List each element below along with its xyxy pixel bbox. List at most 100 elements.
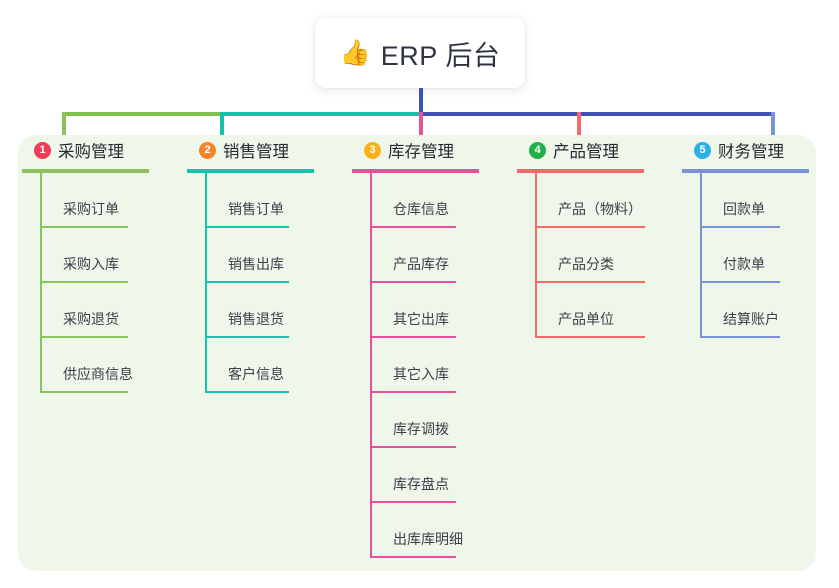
leaf-underline [370,336,456,338]
branch-title: 产品管理 [553,143,619,161]
leaf-underline [40,336,128,338]
leaf-underline [535,336,645,338]
bus-segment-1 [62,112,220,116]
leaf-item[interactable]: 销售出库 [205,228,314,283]
leaf-label: 出库库明细 [393,531,463,547]
branch-header-4[interactable]: 4 产品管理 [513,135,644,165]
leaf-underline [370,391,456,393]
leaf-underline [205,281,289,283]
leaf-label: 销售订单 [228,201,284,217]
leaf-label: 其它出库 [393,311,449,327]
branches-panel [18,135,816,571]
leaf-item[interactable]: 客户信息 [205,338,314,393]
leaf-underline [40,391,128,393]
branch-column-5: 5 财务管理回款单付款单结算账户 [678,135,809,338]
leaf-underline [40,281,128,283]
leaf-item[interactable]: 回款单 [700,173,809,228]
leaf-item[interactable]: 仓库信息 [370,173,479,228]
leaf-label: 销售退货 [228,311,284,327]
leaf-item[interactable]: 供应商信息 [40,338,149,393]
leaf-label: 库存调拨 [393,421,449,437]
branch-header-3[interactable]: 3 库存管理 [348,135,479,165]
leaf-underline [40,226,128,228]
leaf-underline [535,226,645,228]
leaf-item[interactable]: 库存盘点 [370,448,479,503]
leaf-label: 客户信息 [228,366,284,382]
branch-number-badge: 5 [694,141,711,159]
branch-underline [187,169,314,173]
leaf-label: 付款单 [723,256,765,272]
branch-column-4: 4 产品管理产品（物料） 产品分类产品单位 [513,135,645,338]
leaf-label: 供应商信息 [63,366,133,382]
branch-underline [22,169,149,173]
leaf-underline [370,556,456,558]
branch-spine [205,173,207,393]
leaf-item[interactable]: 产品单位 [535,283,645,338]
leaf-underline [205,391,289,393]
root-stem-connector [419,88,423,114]
leaf-item[interactable]: 产品库存 [370,228,479,283]
branch-title: 库存管理 [388,143,454,161]
branch-number-badge: 1 [34,141,51,159]
branch-spine [370,173,372,558]
branch-number-badge: 3 [364,141,381,159]
leaf-label: 产品（物料） [558,201,642,217]
leaf-label: 销售出库 [228,256,284,272]
branch-column-1: 1 采购管理采购订单采购入库采购退货供应商信息 [18,135,149,393]
branch-header-1[interactable]: 1 采购管理 [18,135,149,165]
leaf-underline [370,281,456,283]
leaf-underline [700,281,780,283]
leaf-item[interactable]: 出库库明细 [370,503,479,558]
root-title: ERP 后台 [380,40,501,71]
leaf-item[interactable]: 其它出库 [370,283,479,338]
leaf-label: 库存盘点 [393,476,449,492]
branch-title: 采购管理 [58,143,124,161]
leaf-label: 产品单位 [558,311,614,327]
leaf-label: 回款单 [723,201,765,217]
thumbs-up-icon: 👍 [339,38,371,67]
leaf-underline [370,501,456,503]
branch-underline [682,169,809,173]
leaf-underline [205,226,289,228]
branch-title: 销售管理 [223,143,289,161]
bus-segment-2 [220,112,419,116]
branch-column-3: 3 库存管理仓库信息产品库存其它出库其它入库库存调拨库存盘点出库库明细 [348,135,479,558]
branch-underline [352,169,479,173]
leaf-label: 仓库信息 [393,201,449,217]
branch-spine [40,173,42,393]
leaf-item[interactable]: 销售退货 [205,283,314,338]
leaf-item[interactable]: 采购订单 [40,173,149,228]
leaf-underline [370,446,456,448]
leaf-item[interactable]: 销售订单 [205,173,314,228]
leaf-underline [535,281,645,283]
leaf-underline [700,336,780,338]
leaf-underline [205,336,289,338]
leaf-item[interactable]: 付款单 [700,228,809,283]
branch-column-2: 2 销售管理销售订单销售出库销售退货客户信息 [183,135,314,393]
leaf-label: 结算账户 [723,311,779,327]
leaf-underline [370,226,456,228]
branch-spine [535,173,537,338]
branch-number-badge: 2 [199,141,216,159]
leaf-label: 产品库存 [393,256,449,272]
branch-header-5[interactable]: 5 财务管理 [678,135,809,165]
leaf-label: 采购入库 [63,256,119,272]
leaf-label: 采购退货 [63,311,119,327]
bus-segment-3 [419,112,773,116]
branch-title: 财务管理 [718,143,784,161]
leaf-item[interactable]: 产品（物料） [535,173,645,228]
leaf-item[interactable]: 库存调拨 [370,393,479,448]
branch-number-badge: 4 [529,141,546,159]
branch-underline [517,169,644,173]
leaf-item[interactable]: 采购退货 [40,283,149,338]
root-node[interactable]: 👍 ERP 后台 [315,18,525,88]
leaf-label: 产品分类 [558,256,614,272]
leaf-underline [700,226,780,228]
leaf-item[interactable]: 结算账户 [700,283,809,338]
branch-spine [700,173,702,338]
leaf-item[interactable]: 其它入库 [370,338,479,393]
leaf-item[interactable]: 产品分类 [535,228,645,283]
branch-header-2[interactable]: 2 销售管理 [183,135,314,165]
leaf-item[interactable]: 采购入库 [40,228,149,283]
